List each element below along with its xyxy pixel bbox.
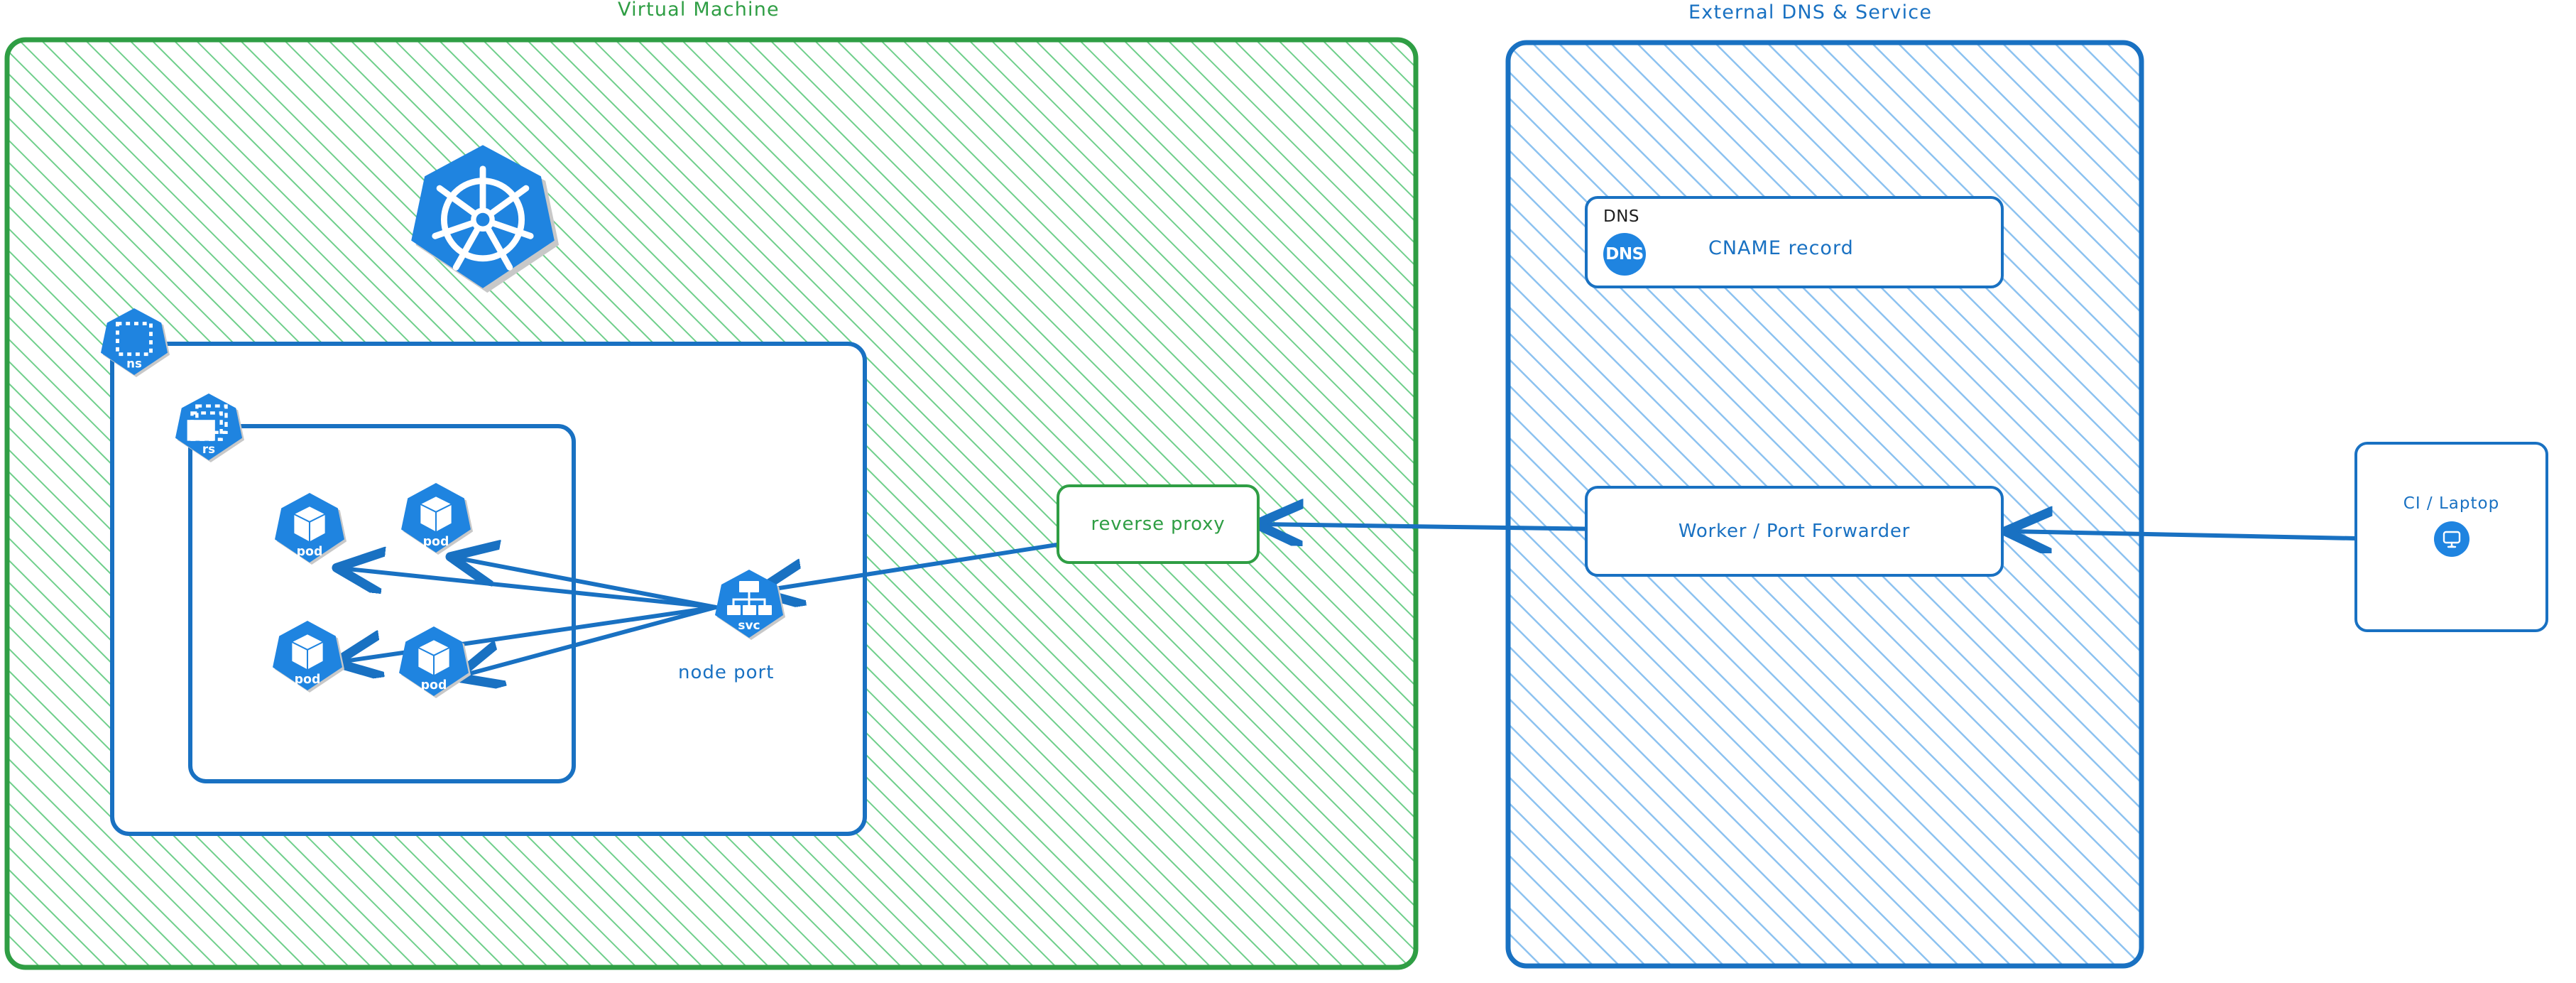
node-port-caption: node port xyxy=(678,662,775,683)
vm-group-title: Virtual Machine xyxy=(618,0,780,21)
arrow-svc-pod-3 xyxy=(339,605,718,662)
ext-group-title: External DNS & Service xyxy=(1688,1,1933,23)
pod-icon-3: pod xyxy=(271,619,345,693)
arrow-client-to-worker xyxy=(2009,531,2358,538)
arrow-worker-to-proxy xyxy=(1260,524,1608,529)
svc-icon-label: svc xyxy=(738,619,760,633)
cname-record-label: CNAME record xyxy=(1708,237,1854,259)
worker-port-forwarder-box[interactable]: Worker / Port Forwarder xyxy=(1585,486,2004,577)
service-icon: svc xyxy=(714,568,785,640)
ns-icon-label: ns xyxy=(126,357,142,370)
desktop-monitor-icon xyxy=(2433,521,2469,557)
dns-badge-icon: DNS xyxy=(1603,233,1646,276)
replicaset-box xyxy=(188,424,576,783)
kubernetes-logo-icon xyxy=(408,142,560,293)
dns-card[interactable]: DNS DNS CNAME record xyxy=(1585,196,2004,288)
pod-icon-label: pod xyxy=(295,673,321,687)
pod-icon-1: pod xyxy=(273,492,347,565)
replicaset-icon: rs xyxy=(174,392,244,462)
pod-icon-label: pod xyxy=(297,545,323,559)
pod-icon-2: pod xyxy=(400,482,474,555)
pod-icon-label: pod xyxy=(423,535,449,549)
pod-icon-4: pod xyxy=(398,625,471,699)
reverse-proxy-label: reverse proxy xyxy=(1091,514,1226,535)
arrow-svc-pod-1 xyxy=(454,558,718,609)
worker-port-forwarder-label: Worker / Port Forwarder xyxy=(1678,521,1911,542)
arrows-svc-to-pods xyxy=(339,558,718,676)
rs-icon-label: rs xyxy=(202,442,215,456)
pod-icon-label: pod xyxy=(421,678,447,693)
ci-laptop-label: CI / Laptop xyxy=(2403,494,2500,513)
arrow-svc-pod-4 xyxy=(460,605,718,676)
arrow-svc-pod-2 xyxy=(341,568,718,609)
ci-laptop-box[interactable]: CI / Laptop xyxy=(2354,442,2548,632)
reverse-proxy-box[interactable]: reverse proxy xyxy=(1057,484,1260,564)
namespace-icon: ns xyxy=(99,307,170,377)
dns-card-tag: DNS xyxy=(1603,207,1640,226)
